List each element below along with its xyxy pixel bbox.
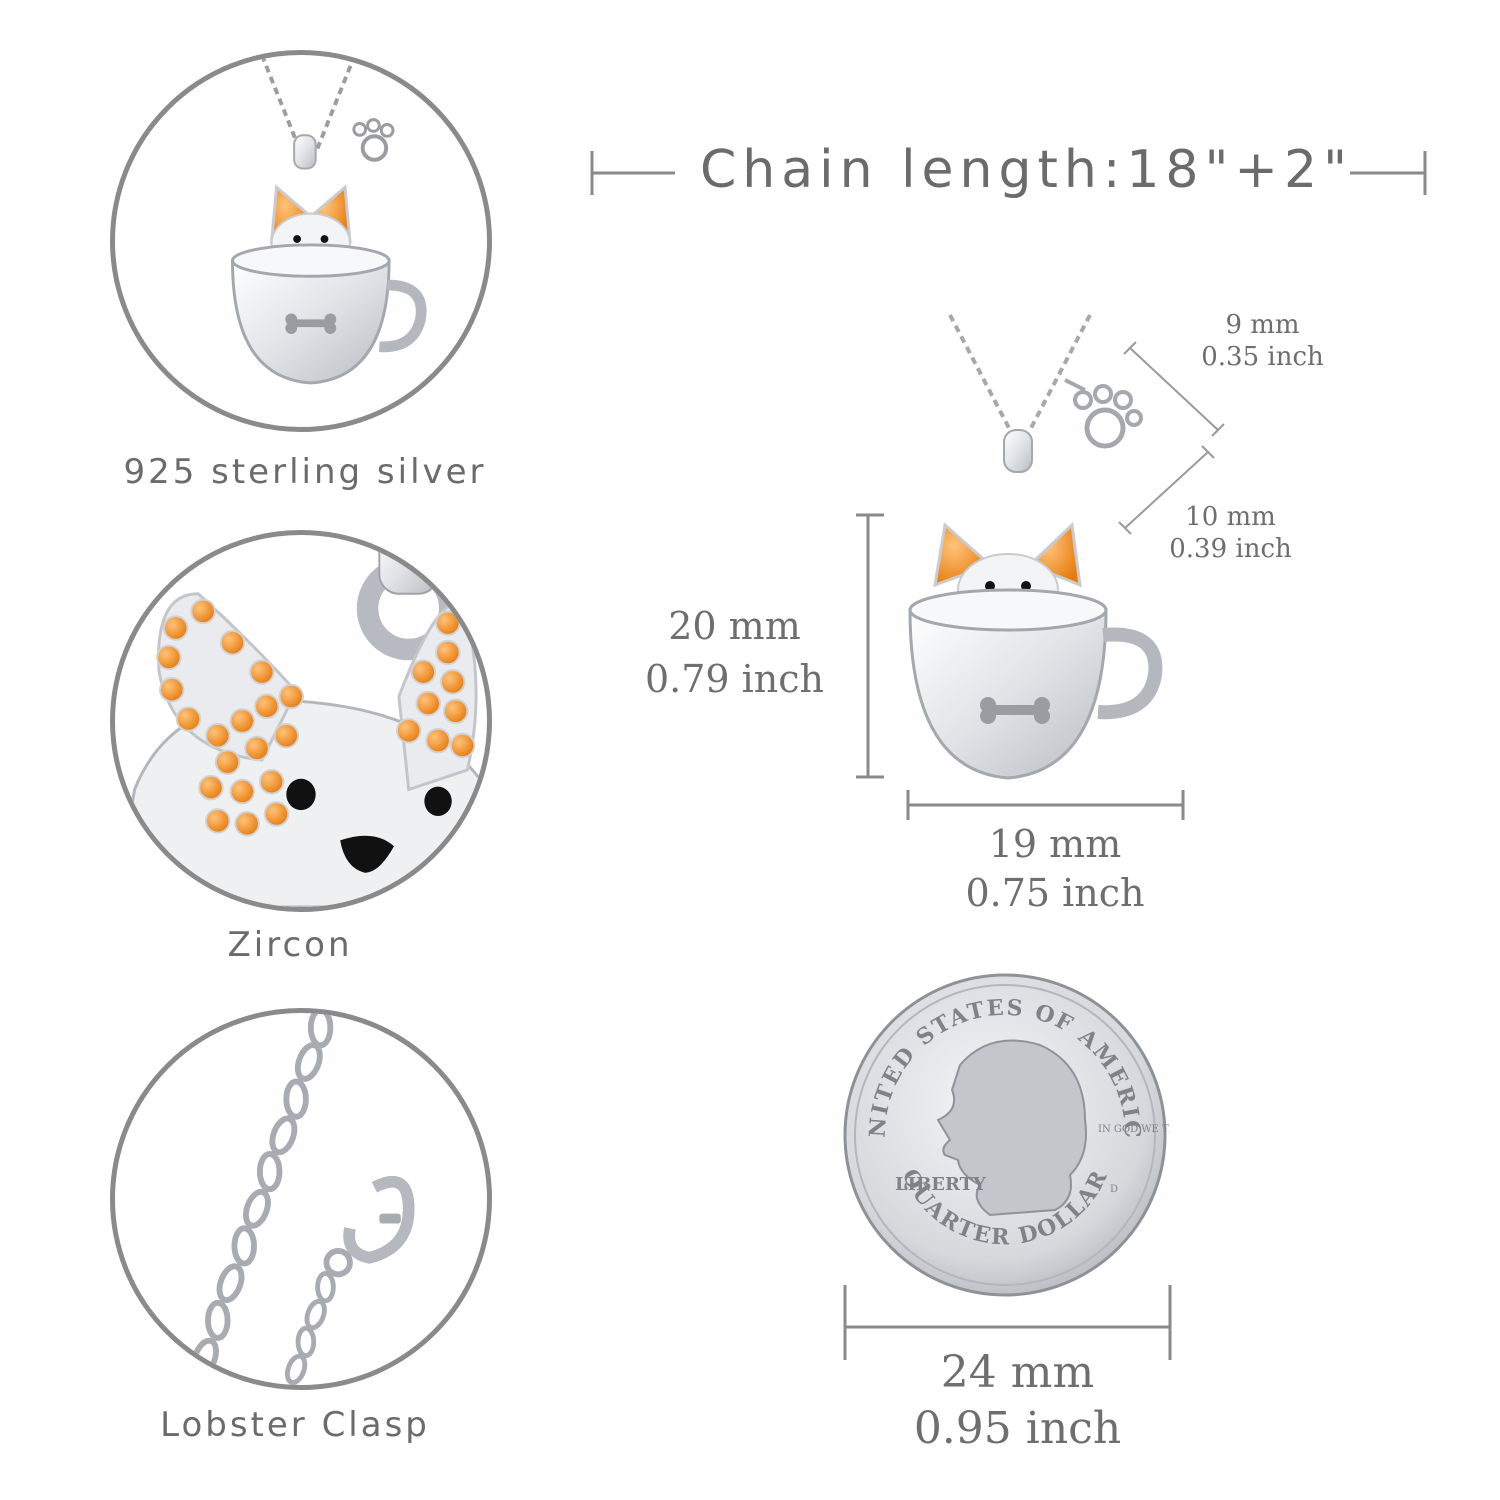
washington-profile [936, 1039, 1087, 1217]
coin-dimension-line [843, 1285, 1172, 1360]
pendant-diagram [856, 314, 1225, 820]
paw-charm-icon [1064, 378, 1143, 449]
charm-dimension-label: 10 mm 0.39 inch [1169, 502, 1292, 564]
coin-mint: D [1110, 1184, 1118, 1195]
width-dimension-label: 19 mm 0.75 inch [965, 822, 1145, 916]
lobster-clasp-caption: Lobster Clasp [160, 1405, 430, 1445]
sterling-silver-photo [110, 50, 492, 432]
height-dimension-label: 20 mm 0.79 inch [644, 604, 825, 702]
zircon-caption: Zircon [227, 925, 353, 965]
lobster-clasp-photo [110, 1008, 492, 1390]
coin-motto: IN GOD WE TRUST [1098, 1124, 1170, 1135]
quarter-coin-image: UNITED STATES OF AMERICA QUARTER DOLLAR … [840, 970, 1170, 1297]
bone-icon [980, 697, 1050, 724]
paw-dimension-label: 9 mm 0.35 inch [1201, 310, 1324, 372]
chain-length-title: Chain length:18"+2" [700, 140, 1353, 200]
chain-links [191, 1013, 334, 1378]
coin-liberty: LIBERTY [895, 1174, 987, 1195]
chain-length-line [590, 151, 1427, 195]
lobster-clasp-icon [323, 1175, 415, 1278]
zircon-stones [156, 598, 476, 837]
paw-charm-icon [352, 118, 395, 162]
bone-icon [285, 313, 337, 334]
sterling-silver-caption: 925 sterling silver [123, 452, 487, 492]
zircon-photo [110, 530, 492, 912]
coin-dimension-label: 24 mm 0.95 inch [913, 1347, 1122, 1455]
